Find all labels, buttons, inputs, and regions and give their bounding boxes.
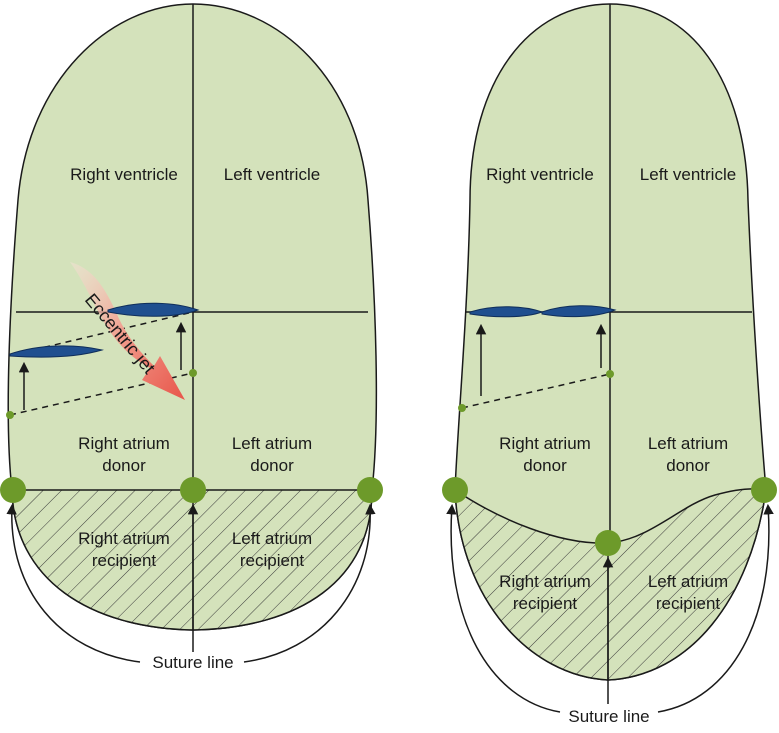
right-small-node-1 [458,404,466,412]
left-suture-node-left [0,477,26,503]
left-la-recipient-label-1: Left atrium [232,529,312,548]
right-suture-arrow-right [657,503,774,713]
right-la-recipient-label-2: recipient [656,594,721,613]
left-la-donor-label-1: Left atrium [232,434,312,453]
eccentric-jet-arrow [70,262,185,400]
right-ra-donor-label-1: Right atrium [499,434,591,453]
right-suture-arrow-left [446,503,561,713]
left-lv-label: Left ventricle [224,165,320,184]
left-valve-upper [107,302,200,317]
left-small-node-1 [6,411,14,419]
left-dashed-plane-upper [11,311,194,356]
left-suture-arrow-right [243,503,376,663]
right-panel: Right ventricle Left ventricle Right atr… [442,3,777,726]
left-valve-lower [9,345,104,358]
right-suture-node-center [595,530,621,556]
left-suture-node-right [357,477,383,503]
right-la-donor-label-1: Left atrium [648,434,728,453]
left-rv-label: Right ventricle [70,165,178,184]
right-small-node-2 [606,370,614,378]
left-la-recipient-label-2: recipient [240,551,305,570]
right-la-recipient-label-1: Left atrium [648,572,728,591]
right-la-donor-label-2: donor [666,456,710,475]
left-panel: Eccentric jet Right ventricle Left ventr… [0,3,383,672]
right-valve-right [541,305,617,318]
right-lv-label: Left ventricle [640,165,736,184]
left-ra-donor-label-1: Right atrium [78,434,170,453]
left-ra-recipient-label-2: recipient [92,551,157,570]
left-suture-label: Suture line [152,653,233,672]
right-dashed-plane [461,373,611,409]
left-suture-arrow-left [6,503,141,663]
right-ra-recipient-label-1: Right atrium [499,572,591,591]
right-suture-label: Suture line [568,707,649,726]
right-suture-node-right [751,477,777,503]
right-ra-recipient-label-2: recipient [513,594,578,613]
left-small-node-2 [189,369,197,377]
left-suture-node-center [180,477,206,503]
left-la-donor-label-2: donor [250,456,294,475]
left-ra-recipient-label-1: Right atrium [78,529,170,548]
right-ra-donor-label-2: donor [523,456,567,475]
left-ra-donor-label-2: donor [102,456,146,475]
right-rv-label: Right ventricle [486,165,594,184]
left-recipient-region [11,489,373,631]
right-suture-node-left [442,477,468,503]
